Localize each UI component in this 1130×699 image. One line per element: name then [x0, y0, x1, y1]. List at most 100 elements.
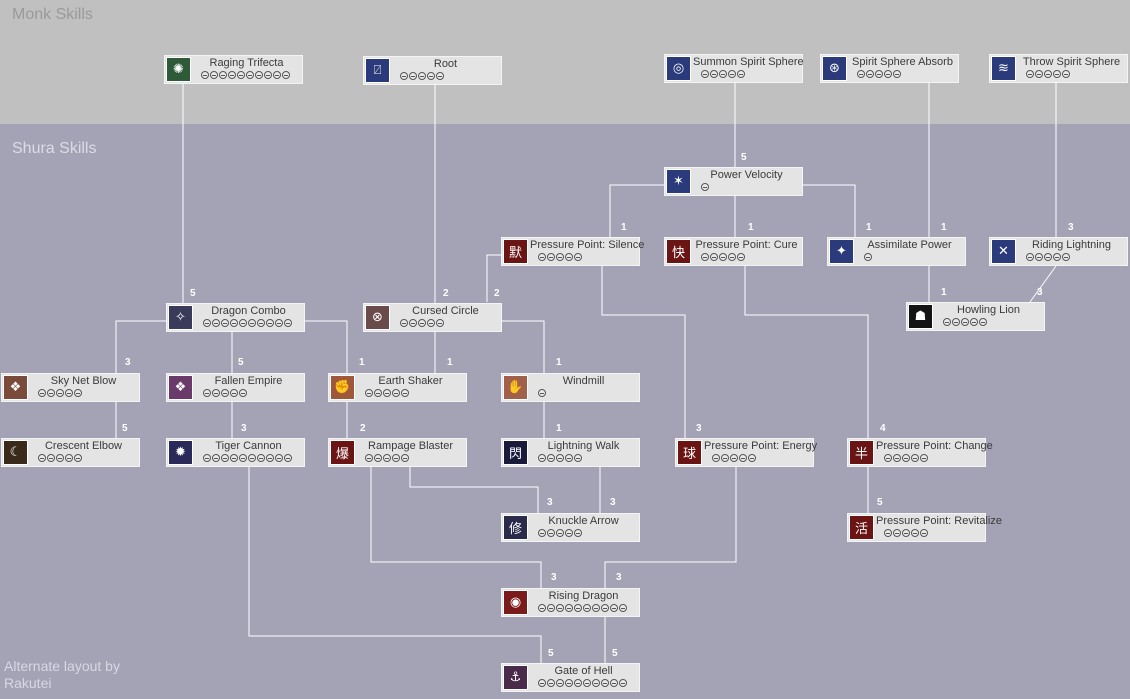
level-pip [864, 253, 872, 261]
spirit-sphere-absorb-icon: ⊛ [822, 56, 847, 81]
skill-name: Pressure Point: Energy [704, 440, 818, 452]
skill-node-earth-shaker[interactable]: ✊Earth Shaker [328, 373, 467, 402]
skill-node-throw-spirit-sphere[interactable]: ≋Throw Spirit Sphere [989, 54, 1128, 83]
level-pip [400, 319, 408, 327]
skill-node-howling-lion[interactable]: ☗Howling Lion [906, 302, 1045, 331]
level-pip [1053, 253, 1061, 261]
required-level-label: 1 [941, 287, 947, 298]
skill-level-pips [38, 454, 82, 463]
windmill-icon: ✋ [503, 375, 528, 400]
level-pip [1062, 253, 1070, 261]
level-pip [365, 454, 373, 462]
level-pip [282, 71, 290, 79]
level-pip [583, 679, 591, 687]
skill-level-pips [203, 319, 292, 328]
level-pip [203, 319, 211, 327]
level-pip [239, 389, 247, 397]
skill-level-pips [701, 183, 709, 192]
level-pip [701, 183, 709, 191]
required-level-label: 4 [880, 423, 886, 434]
level-pip [970, 318, 978, 326]
skill-name: Throw Spirit Sphere [1022, 56, 1121, 68]
skill-name: Root [433, 58, 458, 70]
skill-level-pips [701, 70, 745, 79]
skill-level-pips [857, 70, 901, 79]
level-pip [556, 604, 564, 612]
level-pip [400, 72, 408, 80]
credit-line-2: Rakutei [4, 675, 52, 691]
required-level-label: 1 [748, 222, 754, 233]
skill-name: Knuckle Arrow [548, 515, 619, 527]
skill-node-root[interactable]: ⍁Root [363, 56, 502, 85]
level-pip [264, 71, 272, 79]
skill-node-raging-trifecta[interactable]: ✺Raging Trifecta [164, 55, 303, 84]
level-pip [737, 253, 745, 261]
level-pip [893, 454, 901, 462]
skill-node-tiger-cannon[interactable]: ✹Tiger Cannon [166, 438, 305, 467]
gate-of-hell-icon: ⚓ [503, 665, 528, 690]
skill-node-riding-lightning[interactable]: ✕Riding Lightning [989, 237, 1128, 266]
skill-node-crescent-elbow[interactable]: ☾Crescent Elbow [1, 438, 140, 467]
skill-level-pips [365, 389, 409, 398]
skill-name: Dragon Combo [211, 305, 286, 317]
skill-node-gate-of-hell[interactable]: ⚓ Gate of Hell [501, 663, 640, 692]
prereq-line [409, 466, 539, 513]
skill-name: Gate of Hell [554, 665, 613, 677]
skill-node-summon-spirit-sphere[interactable]: ◎Summon Spirit Sphere [664, 54, 804, 83]
level-pip [221, 389, 229, 397]
skill-level-pips [538, 454, 582, 463]
level-pip [418, 72, 426, 80]
skill-node-rising-dragon[interactable]: ◉Rising Dragon [501, 588, 640, 617]
tiger-cannon-icon: ✹ [168, 440, 193, 465]
required-level-label: 5 [238, 357, 244, 368]
skill-node-sky-net-blow[interactable]: ❖Sky Net Blow [1, 373, 140, 402]
skill-level-pips [201, 71, 290, 80]
layout-credit: Alternate layout by Rakutei [4, 658, 120, 692]
required-level-label: 3 [610, 497, 616, 508]
skill-node-fallen-empire[interactable]: ❖Fallen Empire [166, 373, 305, 402]
level-pip [538, 389, 546, 397]
level-pip [65, 454, 73, 462]
level-pip [565, 454, 573, 462]
skill-node-power-velocity[interactable]: ✶Power Velocity [664, 167, 803, 196]
level-pip [1044, 253, 1052, 261]
required-level-label: 5 [122, 423, 128, 434]
level-pip [601, 604, 609, 612]
skill-name: Pressure Point: Change [876, 440, 993, 452]
required-level-label: 1 [621, 222, 627, 233]
skill-name: Assimilate Power [867, 239, 952, 251]
level-pip [610, 679, 618, 687]
level-pip [266, 319, 274, 327]
level-pip [221, 454, 229, 462]
required-level-label: 3 [241, 423, 247, 434]
level-pip [538, 679, 546, 687]
level-pip [574, 454, 582, 462]
skill-node-cursed-circle[interactable]: ⊗Cursed Circle [363, 303, 502, 332]
required-level-label: 3 [1068, 222, 1074, 233]
level-pip [1053, 70, 1061, 78]
level-pip [866, 70, 874, 78]
level-pip [556, 529, 564, 537]
skill-node-spirit-sphere-absorb[interactable]: ⊛Spirit Sphere Absorb [820, 54, 959, 83]
level-pip [920, 454, 928, 462]
required-level-label: 2 [494, 288, 500, 299]
sky-net-blow-icon: ❖ [3, 375, 28, 400]
required-level-label: 3 [547, 497, 553, 508]
skill-node-dragon-combo[interactable]: ✧Dragon Combo [166, 303, 305, 332]
level-pip [1035, 253, 1043, 261]
skill-node-windmill[interactable]: ✋Windmill [501, 373, 640, 402]
required-level-label: 1 [556, 357, 562, 368]
required-level-label: 5 [877, 497, 883, 508]
skill-node-assimilate-power[interactable]: ✦Assimilate Power [827, 237, 966, 266]
level-pip [547, 253, 555, 261]
level-pip [47, 389, 55, 397]
rising-dragon-icon: ◉ [503, 590, 528, 615]
